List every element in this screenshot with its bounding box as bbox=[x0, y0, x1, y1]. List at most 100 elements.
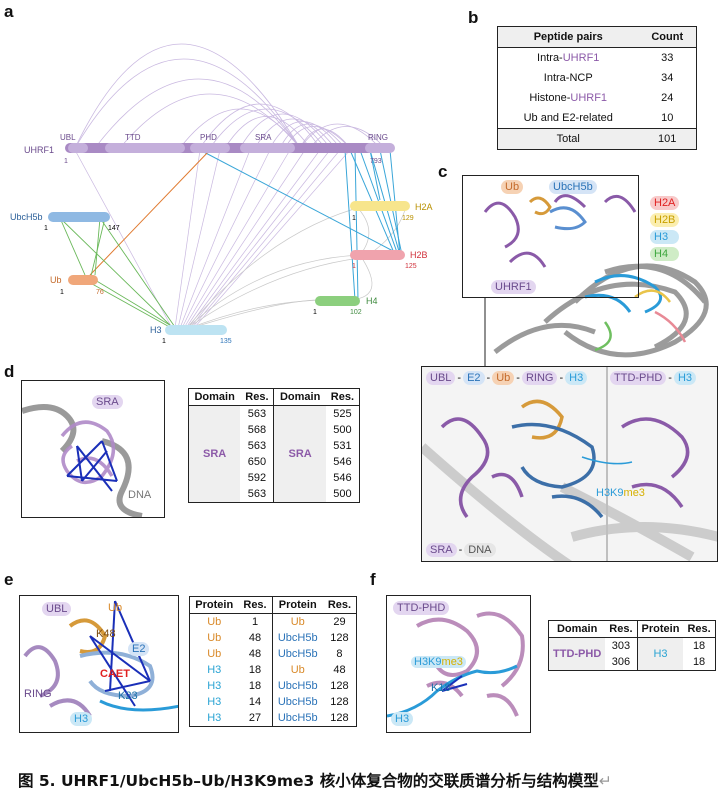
figure-caption: 图 5. UHRF1/UbcH5b–Ub/H3K9me3 核小体复合物的交联质谱… bbox=[18, 769, 612, 791]
h3-bar bbox=[165, 325, 227, 335]
f-res-1-row-2: 306 bbox=[605, 654, 638, 671]
h3-start: 1 bbox=[162, 338, 166, 345]
e-res-1: 18 bbox=[238, 662, 273, 678]
zoom-label-left: UBL- E2- Ub- RING- H3 bbox=[426, 371, 588, 385]
e-label-ub: Ub bbox=[108, 602, 123, 614]
legend-h3: H3 bbox=[650, 230, 680, 244]
nucleosome-structure-image bbox=[483, 194, 709, 367]
peptide-pair-label: Ub and E2-related bbox=[498, 108, 639, 129]
panel-label-c: c bbox=[438, 162, 448, 181]
e-res-2: 128 bbox=[330, 680, 349, 692]
peptide-pair-label: Intra-UHRF1 bbox=[498, 48, 639, 69]
peptide-pair-count: 24 bbox=[661, 92, 674, 104]
f-header-res-2: Res. bbox=[687, 623, 711, 635]
d-res-left: 568 bbox=[240, 422, 275, 438]
d-res-right: 525 bbox=[333, 408, 352, 420]
zoom-connector bbox=[484, 298, 486, 366]
e-label-k23: K23 bbox=[118, 690, 138, 702]
d-res-right: 531 bbox=[333, 440, 352, 452]
e-res-2: 128 bbox=[330, 712, 349, 724]
ubch5b-name: UbcH5b bbox=[10, 212, 43, 222]
d-res-left: 563 bbox=[240, 438, 275, 454]
e-label-h3: H3 bbox=[70, 712, 93, 726]
e-res-1: 27 bbox=[238, 710, 273, 727]
e-header-res-1: Res. bbox=[238, 596, 273, 614]
ubch5b-bar bbox=[48, 212, 110, 222]
domain-label-sra: SRA bbox=[255, 133, 272, 142]
d-res-right: 500 bbox=[333, 488, 352, 500]
e-res-1: 48 bbox=[238, 630, 273, 646]
h3-name: H3 bbox=[150, 325, 162, 335]
crosslink-network-panel: UBL TTD PHD SRA RING UHRF1 1 793 UbcH5b … bbox=[0, 0, 450, 350]
zoom-label-e2: E2 bbox=[463, 371, 485, 385]
e-protein-1: H3 bbox=[207, 680, 222, 692]
caption-return-mark: ↵ bbox=[598, 772, 612, 790]
count-header: Count bbox=[651, 31, 684, 43]
h2b-bar bbox=[350, 250, 405, 260]
e-res-2: 48 bbox=[333, 664, 346, 676]
e-label-caet: CAET bbox=[100, 668, 130, 680]
ttd-phd-crosslink-table: Domain Res. Protein Res. TTD-PHD 303 H3 … bbox=[548, 620, 716, 671]
d-label-sra: SRA bbox=[92, 395, 123, 409]
f-res-2-row-1: 18 bbox=[692, 640, 706, 652]
e-protein-1: H3 bbox=[207, 696, 222, 708]
panel-label-e: e bbox=[4, 570, 14, 589]
sra-crosslink-row: 563 531 bbox=[189, 438, 360, 454]
d-header-domain-2: Domain bbox=[279, 391, 321, 403]
e-label-e2: E2 bbox=[128, 642, 150, 656]
zoom-label-ubl: UBL bbox=[426, 371, 456, 385]
f-header-protein: Protein bbox=[641, 623, 680, 635]
e-protein-2: UbcH5b bbox=[277, 632, 318, 644]
ub-uhrf1-link bbox=[89, 149, 211, 276]
f-res-2-row-2: 18 bbox=[692, 656, 706, 668]
ub-end: 76 bbox=[96, 289, 104, 296]
f-res-1-row-1: 303 bbox=[605, 637, 638, 654]
intra-uhrf1-arcs bbox=[74, 43, 386, 149]
e-protein-1: H3 bbox=[207, 664, 222, 676]
zoom-h3k9me3: H3K9me3 bbox=[596, 487, 645, 499]
e-header-res-2: Res. bbox=[327, 599, 352, 611]
e-label-k48: K48 bbox=[96, 628, 116, 640]
caption-text: 图 5. UHRF1/UbcH5b–Ub/H3K9me3 核小体复合物的交联质谱… bbox=[18, 772, 599, 790]
struct-label-ub: Ub bbox=[501, 180, 524, 194]
ubch5b-end: 147 bbox=[108, 225, 120, 232]
e-label-ring: RING bbox=[24, 688, 52, 700]
zoom-label-ttdphd: TTD-PHD bbox=[610, 371, 667, 385]
zoom-label-ub: Ub bbox=[492, 371, 515, 385]
peptide-pair-label-prefix: Ub and E2-related bbox=[523, 112, 613, 124]
d-domain-right-cell: SRA bbox=[273, 405, 326, 503]
h3-end: 135 bbox=[220, 338, 232, 345]
zoom-label-dna: DNA bbox=[464, 543, 496, 557]
e-header-protein-1: Protein bbox=[195, 599, 234, 611]
peptide-pair-label-prefix: Intra- bbox=[537, 52, 563, 64]
f-header-res-1: Res. bbox=[605, 620, 638, 638]
e-res-2: 29 bbox=[333, 616, 346, 628]
ttd-phd-h3-image bbox=[387, 611, 525, 718]
e-protein-2: Ub bbox=[290, 664, 305, 676]
h2b-end: 125 bbox=[405, 263, 417, 270]
total-label: Total bbox=[556, 133, 580, 145]
struct-label-uhrf1: UHRF1 bbox=[491, 280, 536, 294]
e-res-1: 48 bbox=[238, 646, 273, 662]
zoom-label-sra: SRA bbox=[426, 543, 457, 557]
ubch5b-start: 1 bbox=[44, 225, 48, 232]
peptide-pair-label-prefix: Histone- bbox=[529, 92, 571, 104]
f-header-domain: Domain bbox=[556, 623, 598, 635]
peptide-pairs-header: Peptide pairs bbox=[533, 31, 603, 43]
f-domain-cell: TTD-PHD bbox=[548, 637, 606, 671]
histone-legend: H2A H2B H3 H4 bbox=[650, 196, 680, 261]
crosslink-network-diagram: UBL TTD PHD SRA RING UHRF1 1 793 UbcH5b … bbox=[10, 43, 433, 345]
ub-e2-inset-frame bbox=[462, 175, 639, 298]
